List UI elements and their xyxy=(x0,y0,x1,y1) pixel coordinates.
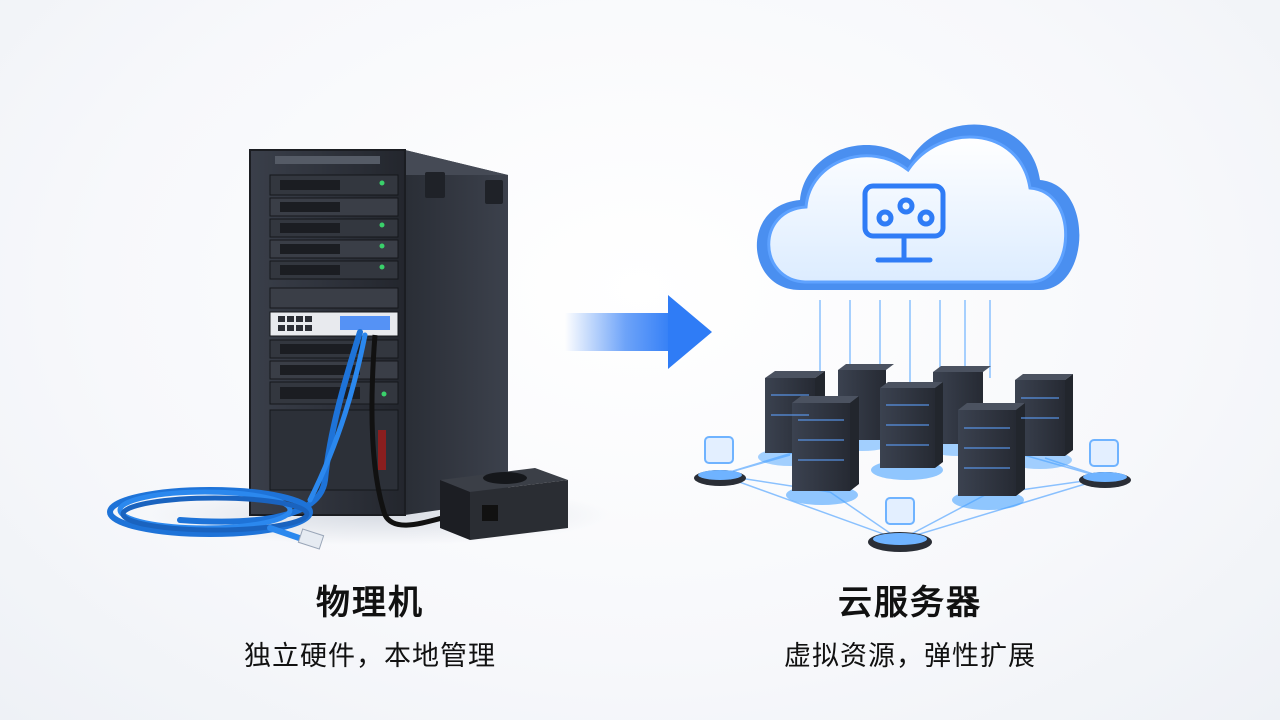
power-supply-icon xyxy=(440,468,568,540)
physical-machine-title: 物理机 xyxy=(316,583,424,623)
network-node-pads xyxy=(694,470,1131,552)
network-cable xyxy=(107,329,368,550)
cloud-icon xyxy=(756,124,1080,290)
cloud-server-icon xyxy=(758,364,1073,510)
cloud-server-title: 云服务器 xyxy=(838,583,982,623)
power-cable xyxy=(369,334,456,528)
cloud-server-subtitle: 虚拟资源，弹性扩展 xyxy=(784,641,1036,672)
physical-machine-subtitle: 独立硬件，本地管理 xyxy=(244,641,496,672)
monitor-network-icon xyxy=(862,183,946,263)
physical-machine-caption: 物理机 独立硬件，本地管理 xyxy=(180,575,560,673)
cloud-server-caption: 云服务器 虚拟资源，弹性扩展 xyxy=(720,575,1100,673)
arrow-right-icon xyxy=(565,295,712,369)
floating-app-icons xyxy=(704,436,1119,525)
server-rack-icon xyxy=(249,149,508,516)
